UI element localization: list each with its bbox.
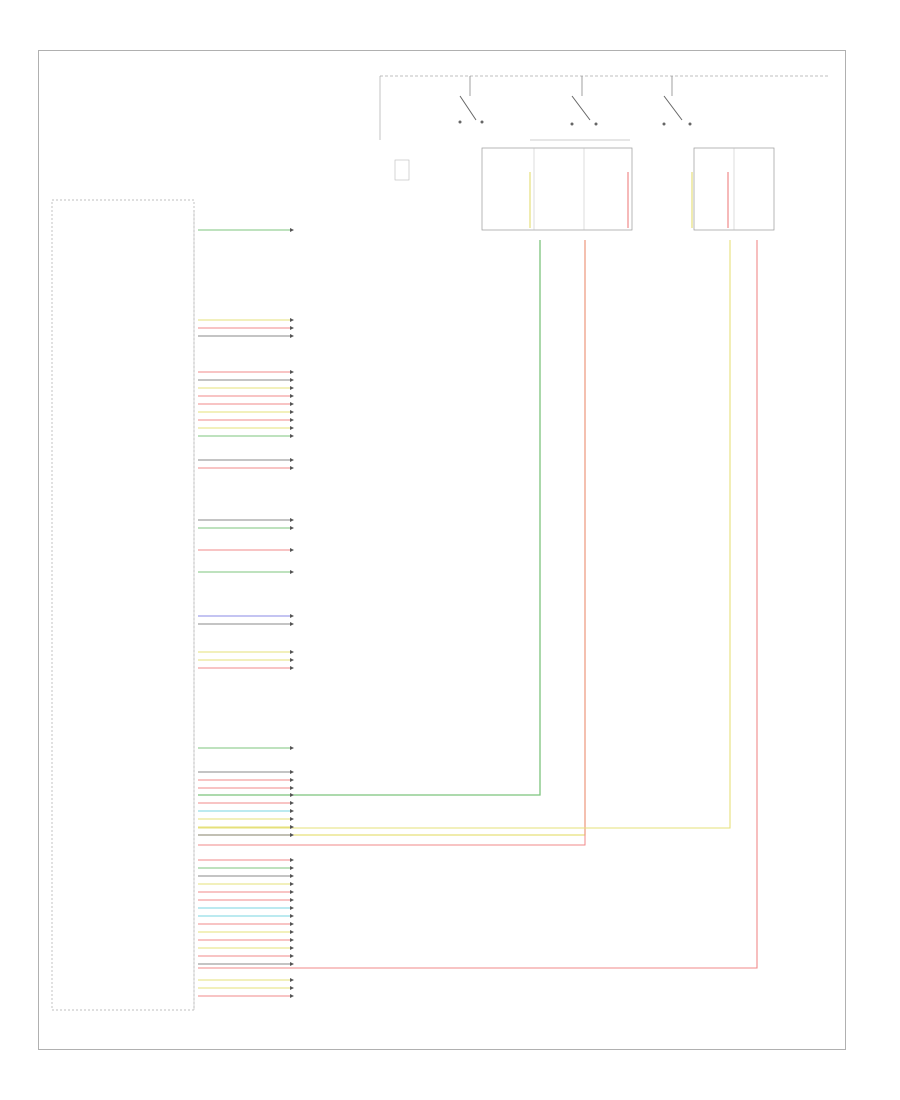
- connector-arrow-21: [290, 622, 294, 626]
- connector-arrow-45: [290, 938, 294, 942]
- connector-arrow-46: [290, 946, 294, 950]
- connector-arrow-1: [290, 228, 294, 232]
- connector-arrow-40: [290, 898, 294, 902]
- switch-1: [379, 76, 484, 181]
- connector-arrow-6: [290, 378, 294, 382]
- connector-arrow-10: [290, 410, 294, 414]
- connector-arrow-12: [290, 426, 294, 430]
- connector-arrow-27: [290, 778, 294, 782]
- connector-arrow-48: [290, 962, 294, 966]
- connector-arrow-47: [290, 954, 294, 958]
- connector-arrow-2: [290, 318, 294, 322]
- connector-arrow-25: [290, 746, 294, 750]
- connector-arrow-26: [290, 770, 294, 774]
- connector-arrow-34: [290, 833, 294, 837]
- connector-arrow-22: [290, 650, 294, 654]
- connector-arrow-20: [290, 614, 294, 618]
- wire-yellow-2: [198, 240, 731, 829]
- connector-arrow-8: [290, 394, 294, 398]
- module-boundary: [51, 199, 195, 1011]
- connector-arrow-9: [290, 402, 294, 406]
- connector-arrow-37: [290, 874, 294, 878]
- connector-arrow-29: [290, 793, 294, 797]
- connector-arrow-30: [290, 801, 294, 805]
- connector-arrow-41: [290, 906, 294, 910]
- connector-arrow-15: [290, 466, 294, 470]
- wire-green: [198, 240, 541, 796]
- connector-arrow-44: [290, 930, 294, 934]
- connector-arrow-31: [290, 809, 294, 813]
- connector-arrow-18: [290, 548, 294, 552]
- wire-pink-2: [198, 240, 758, 969]
- connector-arrow-39: [290, 890, 294, 894]
- connector-arrow-32: [290, 817, 294, 821]
- wire-yellow: [198, 240, 586, 836]
- connector-arrow-16: [290, 518, 294, 522]
- connector-arrow-38: [290, 882, 294, 886]
- connector-arrow-51: [290, 994, 294, 998]
- diagram-frame: [38, 50, 846, 1050]
- connector-arrow-19: [290, 570, 294, 574]
- connector-arrow-33: [290, 825, 294, 829]
- connector-arrow-4: [290, 334, 294, 338]
- switch-3: [662, 76, 692, 126]
- connector-arrow-17: [290, 526, 294, 530]
- connector-arrow-23: [290, 658, 294, 662]
- relay-box-2: [693, 147, 775, 231]
- connector-arrow-7: [290, 386, 294, 390]
- relay-box-1: [481, 147, 633, 231]
- switch-2: [530, 76, 630, 141]
- connector-arrow-43: [290, 922, 294, 926]
- connector-arrow-36: [290, 866, 294, 870]
- pin-rows: [198, 228, 294, 998]
- wire-pink: [198, 240, 586, 846]
- connector-arrow-14: [290, 458, 294, 462]
- connector-arrow-28: [290, 786, 294, 790]
- connector-arrow-35: [290, 858, 294, 862]
- connector-arrow-42: [290, 914, 294, 918]
- connector-arrow-11: [290, 418, 294, 422]
- connector-arrow-13: [290, 434, 294, 438]
- connector-arrow-50: [290, 986, 294, 990]
- connector-arrow-5: [290, 370, 294, 374]
- connector-arrow-49: [290, 978, 294, 982]
- connector-arrow-3: [290, 326, 294, 330]
- connector-arrow-24: [290, 666, 294, 670]
